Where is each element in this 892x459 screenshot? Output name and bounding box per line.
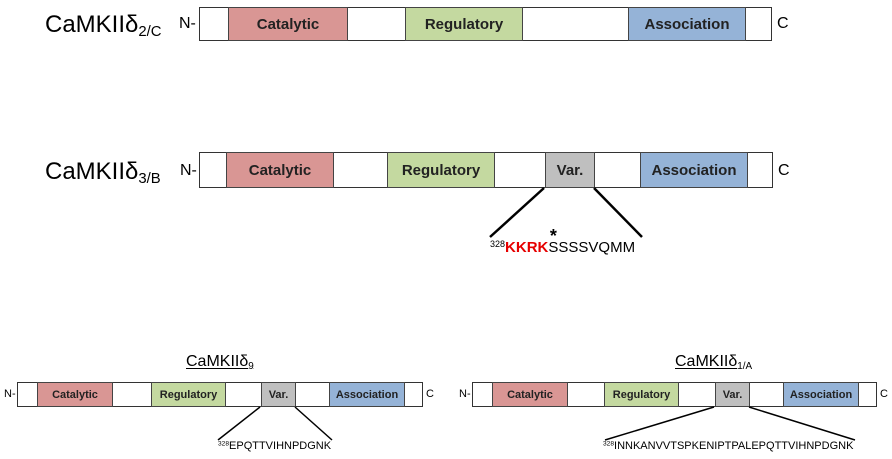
- c-terminus-label: C: [778, 162, 790, 179]
- sequence-text: EPQTTVIHNPDGNK: [229, 440, 332, 452]
- association-domain: Association: [628, 7, 746, 41]
- isoform-subscript: 3/B: [138, 171, 161, 188]
- isoform-subscript: 1/A: [737, 360, 753, 372]
- isoform-name: CaMKIIδ: [186, 353, 249, 370]
- n-terminus-label: N-: [459, 388, 471, 400]
- c-terminus-label: C: [777, 15, 789, 32]
- catalytic-domain: Catalytic: [228, 7, 348, 41]
- n-terminus-label: N-: [179, 15, 196, 32]
- catalytic-domain: Catalytic: [492, 382, 568, 407]
- phosphorylation-site: S*: [548, 227, 559, 256]
- n-terminus-label: N-: [4, 388, 16, 400]
- residue-number: 328: [218, 440, 230, 448]
- regulatory-domain: Regulatory: [151, 382, 226, 407]
- variable-domain: Var.: [715, 382, 750, 407]
- residue-number: 328: [490, 239, 506, 250]
- catalytic-domain: Catalytic: [37, 382, 113, 407]
- variable-domain: Var.: [545, 152, 595, 188]
- isoform-subscript: 2/C: [138, 24, 162, 41]
- protein-bar-d3b: Catalytic Regulatory Var. Association: [199, 152, 773, 188]
- c-terminus-label: C: [880, 388, 888, 400]
- isoform-label-d9: CaMKIIδ9: [186, 354, 254, 372]
- phosphorylation-asterisk-icon: *: [549, 226, 557, 246]
- variable-insert-sequence: 328KKRKS*SSSVQMM: [490, 227, 636, 256]
- regulatory-domain: Regulatory: [604, 382, 679, 407]
- isoform-label-d2c: CaMKIIδ2/C: [45, 13, 162, 40]
- variable-domain: Var.: [261, 382, 296, 407]
- residue-number: 328: [603, 440, 615, 448]
- phospho-residue: S: [548, 239, 559, 256]
- n-terminus-label: N-: [180, 162, 197, 179]
- variable-insert-sequence: 328EPQTTVIHNPDGNK: [218, 441, 331, 452]
- sequence-remainder: SSSVQMM: [558, 239, 636, 256]
- association-domain: Association: [640, 152, 748, 188]
- isoform-label-d3b: CaMKIIδ3/B: [45, 160, 161, 187]
- c-terminus-label: C: [426, 388, 434, 400]
- regulatory-domain: Regulatory: [405, 7, 523, 41]
- regulatory-domain: Regulatory: [387, 152, 495, 188]
- variable-insert-sequence: 328INNKANVVTSPKENIPTPALEPQTTVIHNPDGNK: [603, 441, 853, 452]
- isoform-name: CaMKIIδ: [45, 11, 139, 38]
- isoform-subscript: 9: [248, 360, 254, 372]
- isoform-name: CaMKIIδ: [675, 353, 738, 370]
- association-domain: Association: [329, 382, 405, 407]
- protein-bar-d1a: Catalytic Regulatory Var. Association: [472, 382, 877, 407]
- isoform-label-d1a: CaMKIIδ1/A: [675, 354, 752, 372]
- sequence-text: INNKANVVTSPKENIPTPALEPQTTVIHNPDGNK: [614, 440, 854, 452]
- protein-bar-d9: Catalytic Regulatory Var. Association: [17, 382, 423, 407]
- protein-bar-d2c: Catalytic Regulatory Association: [199, 7, 772, 41]
- nls-motif: KKRK: [505, 239, 549, 256]
- association-domain: Association: [783, 382, 859, 407]
- isoform-name: CaMKIIδ: [45, 158, 139, 185]
- catalytic-domain: Catalytic: [226, 152, 334, 188]
